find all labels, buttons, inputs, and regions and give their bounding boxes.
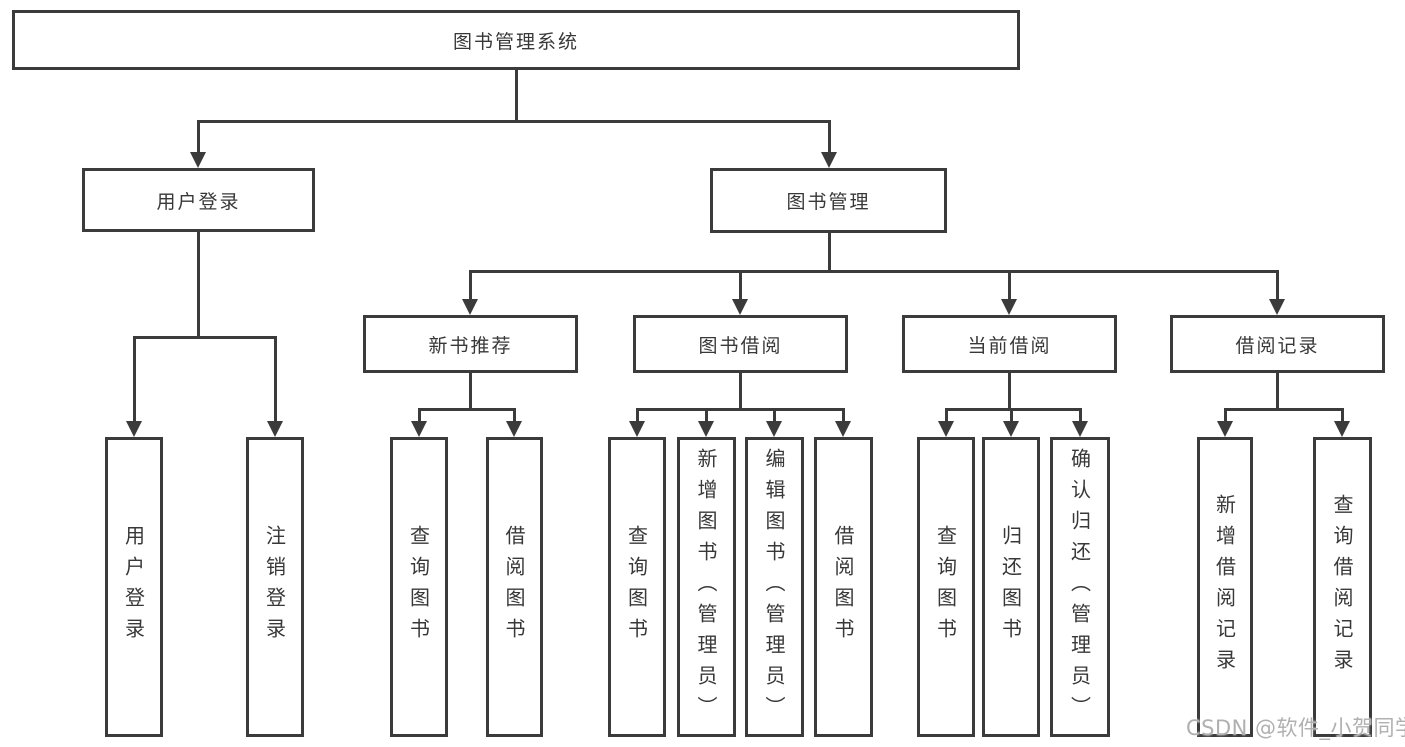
node-root-library-management-system: 图书管理系统 bbox=[12, 10, 1020, 70]
node-borrowing-records: 借阅记录 bbox=[1170, 315, 1385, 373]
node-borrowing-records-label: 借阅记录 bbox=[1235, 334, 1320, 357]
connector-hline-current-bar bbox=[944, 408, 1082, 411]
leaf-add-book-admin: 新增图书（管理员） bbox=[677, 437, 736, 737]
connector-arrow-recommend bbox=[462, 299, 478, 315]
connector-hline-user-bar bbox=[132, 336, 277, 339]
connector-vline-current-drop-3 bbox=[1078, 408, 1082, 422]
connector-vline-recommend-stem bbox=[468, 373, 472, 411]
node-book-borrowing: 图书借阅 bbox=[633, 315, 848, 373]
connector-arrow-user bbox=[190, 152, 206, 168]
connector-arrow-mgmt bbox=[821, 152, 837, 168]
connector-vline-mgmt-drop-2 bbox=[738, 270, 742, 300]
connector-hline-root-bar bbox=[196, 120, 831, 123]
node-user-login-label: 用户登录 bbox=[156, 190, 241, 213]
connector-arrow-records bbox=[1269, 299, 1285, 315]
connector-vline-borrowing-drop-1 bbox=[635, 408, 639, 422]
connector-arrow-recommend-leaf-2 bbox=[506, 421, 522, 437]
leaf-query-book-recommend: 查询图书 bbox=[390, 437, 448, 737]
leaf-return-book: 归还图书 bbox=[982, 437, 1040, 737]
leaf-query-book-borrowing-label: 查询图书 bbox=[624, 525, 649, 649]
connector-vline-records-stem bbox=[1275, 373, 1279, 411]
leaf-edit-book-admin: 编辑图书（管理员） bbox=[745, 437, 804, 737]
connector-hline-recommend-bar bbox=[417, 408, 516, 411]
leaf-add-borrow-record-label: 新增借阅记录 bbox=[1212, 494, 1237, 680]
leaf-user-login: 用户登录 bbox=[105, 437, 163, 737]
connector-vline-root-stem bbox=[514, 70, 518, 120]
node-new-book-recommend: 新书推荐 bbox=[363, 315, 578, 373]
connector-vline-mgmt-drop-1 bbox=[468, 270, 472, 300]
node-current-borrowing: 当前借阅 bbox=[902, 315, 1117, 373]
connector-arrow-current-leaf-1 bbox=[938, 421, 954, 437]
leaf-query-borrow-record: 查询借阅记录 bbox=[1313, 437, 1372, 737]
connector-vline-user-stem bbox=[196, 232, 200, 339]
connector-arrow-user-leaf-2 bbox=[267, 421, 283, 437]
csdn-watermark: CSDN @软件_小贺同学 bbox=[1186, 716, 1405, 740]
connector-hline-borrowing-bar bbox=[635, 408, 845, 411]
connector-vline-mgmt-drop-3 bbox=[1007, 270, 1011, 300]
connector-vline-mgmt-stem bbox=[827, 233, 831, 273]
leaf-query-book-current-label: 查询图书 bbox=[933, 525, 958, 649]
connector-vline-root-drop-user bbox=[196, 120, 200, 153]
leaf-borrow-book-recommend: 借阅图书 bbox=[486, 437, 543, 737]
leaf-query-book-current: 查询图书 bbox=[917, 437, 975, 737]
connector-arrow-borrowing-leaf-3 bbox=[766, 421, 782, 437]
node-book-management-label: 图书管理 bbox=[786, 191, 871, 213]
connector-vline-recommend-drop-2 bbox=[512, 408, 516, 422]
leaf-user-login-label: 用户登录 bbox=[121, 525, 146, 649]
connector-arrow-borrowing-leaf-1 bbox=[629, 421, 645, 437]
connector-vline-current-stem bbox=[1007, 373, 1011, 411]
connector-arrow-records-leaf-2 bbox=[1334, 421, 1350, 437]
connector-vline-borrowing-drop-2 bbox=[704, 408, 708, 422]
leaf-return-book-label: 归还图书 bbox=[998, 525, 1023, 649]
connector-vline-current-drop-1 bbox=[944, 408, 948, 422]
node-user-login: 用户登录 bbox=[82, 168, 315, 232]
leaf-borrow-book-borrowing-label: 借阅图书 bbox=[831, 525, 855, 649]
leaf-edit-book-admin-label: 编辑图书（管理员） bbox=[762, 447, 786, 727]
node-current-borrowing-label: 当前借阅 bbox=[967, 334, 1052, 357]
connector-vline-current-drop-2 bbox=[1009, 408, 1013, 422]
connector-arrow-user-leaf-1 bbox=[126, 421, 142, 437]
connector-arrow-borrowing-leaf-2 bbox=[698, 421, 714, 437]
connector-hline-mgmt-bar bbox=[468, 270, 1279, 273]
connector-vline-borrowing-drop-3 bbox=[772, 408, 776, 422]
connector-arrow-current-leaf-3 bbox=[1072, 421, 1088, 437]
leaf-query-book-borrowing: 查询图书 bbox=[608, 437, 666, 737]
node-book-management: 图书管理 bbox=[710, 168, 947, 233]
leaf-borrow-book-borrowing: 借阅图书 bbox=[814, 437, 873, 737]
node-book-borrowing-label: 图书借阅 bbox=[698, 334, 783, 357]
connector-vline-recommend-drop-1 bbox=[417, 408, 421, 422]
connector-vline-root-drop-mgmt bbox=[827, 120, 831, 153]
connector-arrow-borrowing bbox=[732, 299, 748, 315]
connector-vline-user-drop-1 bbox=[132, 336, 136, 422]
connector-arrow-records-leaf-1 bbox=[1217, 421, 1233, 437]
leaf-borrow-book-recommend-label: 借阅图书 bbox=[502, 525, 526, 649]
connector-vline-borrowing-drop-4 bbox=[841, 408, 845, 422]
node-new-book-recommend-label: 新书推荐 bbox=[428, 334, 513, 357]
connector-arrow-borrowing-leaf-4 bbox=[835, 421, 851, 437]
leaf-logout-label: 注销登录 bbox=[262, 525, 287, 649]
connector-vline-mgmt-drop-4 bbox=[1275, 270, 1279, 300]
leaf-query-borrow-record-label: 查询借阅记录 bbox=[1330, 494, 1354, 680]
connector-arrow-recommend-leaf-1 bbox=[411, 421, 427, 437]
leaf-confirm-return-admin-label: 确认归还（管理员） bbox=[1067, 447, 1092, 727]
connector-vline-borrowing-stem bbox=[738, 373, 742, 411]
connector-vline-records-drop-1 bbox=[1223, 408, 1227, 422]
leaf-confirm-return-admin: 确认归还（管理员） bbox=[1050, 437, 1110, 737]
leaf-add-book-admin-label: 新增图书（管理员） bbox=[694, 447, 718, 727]
connector-arrow-current bbox=[1001, 299, 1017, 315]
leaf-query-book-recommend-label: 查询图书 bbox=[406, 525, 431, 649]
connector-arrow-current-leaf-2 bbox=[1003, 421, 1019, 437]
leaf-add-borrow-record: 新增借阅记录 bbox=[1197, 437, 1253, 737]
node-root-label: 图书管理系统 bbox=[452, 30, 579, 53]
connector-vline-records-drop-2 bbox=[1340, 408, 1344, 422]
connector-vline-user-drop-2 bbox=[273, 336, 277, 422]
connector-hline-records-bar bbox=[1223, 408, 1344, 411]
leaf-logout: 注销登录 bbox=[246, 437, 304, 737]
